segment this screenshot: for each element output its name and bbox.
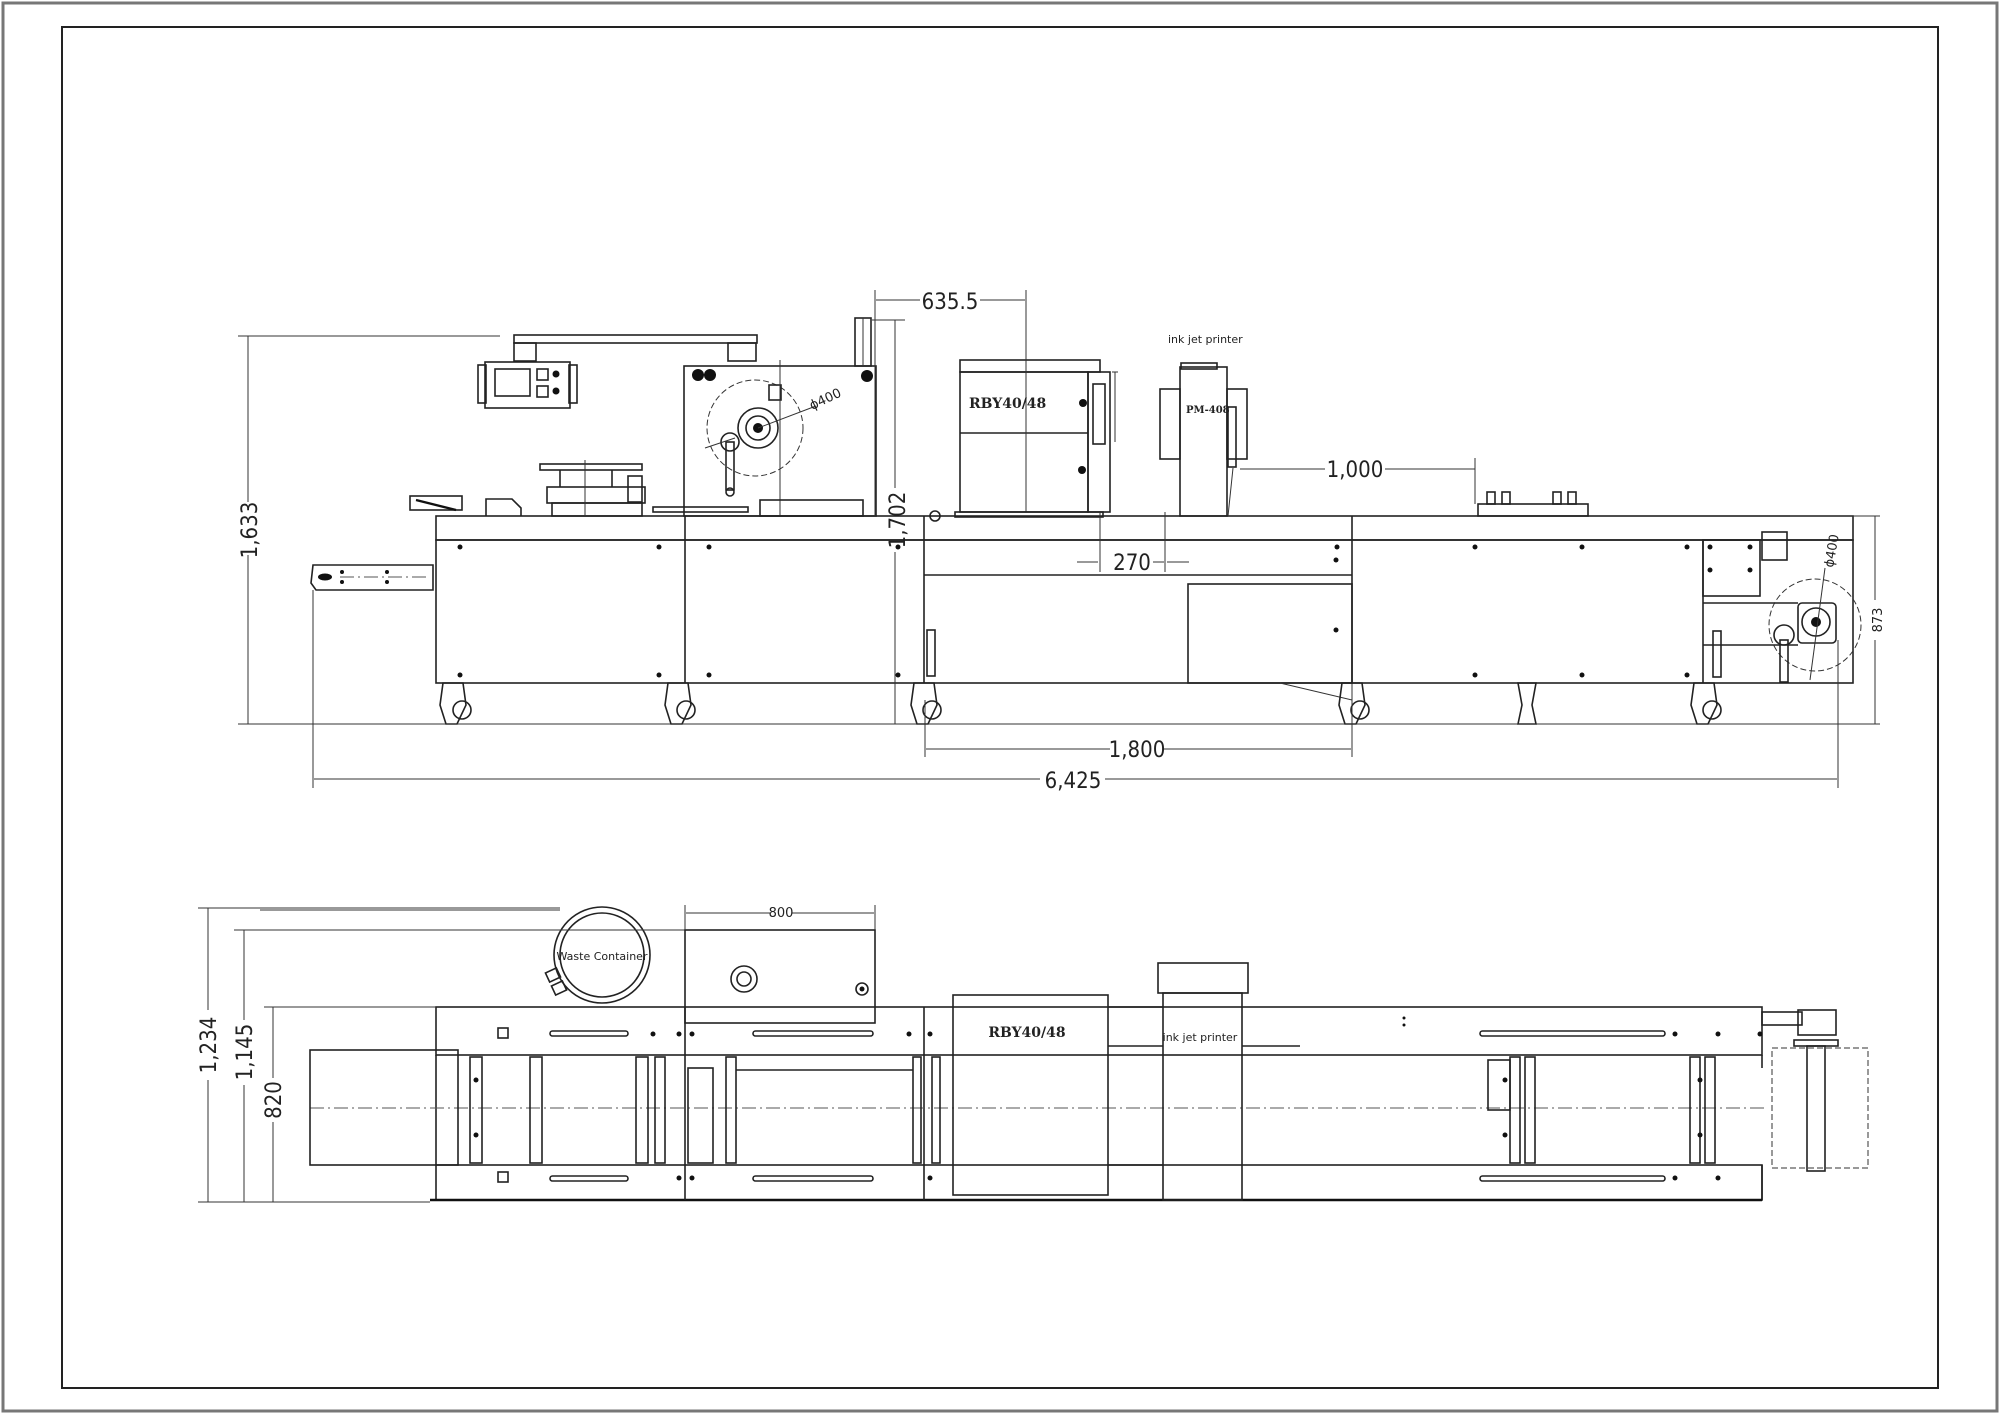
dim-unwind-width: 800 [769,906,794,921]
dim-film-width: 820 [262,1081,287,1119]
drawing-frame [61,26,1939,1389]
dim-right-end-height: 873 [1871,608,1886,633]
dim-section-length: 1,800 [1109,738,1166,763]
printer-caption-side: ink jet printer [1168,333,1243,346]
top-dimensions: 1,234 1,145 820 [197,907,560,1203]
dim-roll-dia-right: ϕ400 [1822,533,1843,568]
dim-overall-height: 1,633 [238,502,263,559]
dim-overall-width: 1,234 [197,1017,222,1074]
rby-label-side: RBY40/48 [969,396,1046,412]
top-plan-view: Waste Container 800 RBY40/48 ink jet pri… [197,905,1869,1203]
dim-frame-width: 1,145 [233,1024,258,1081]
printer-caption-top: ink jet printer [1163,1031,1238,1044]
waste-container-label: Waste Container [557,950,648,963]
dim-working-height: 1,702 [886,492,911,549]
dim-printer-spacing: 1,000 [1327,458,1384,483]
printer-model-label: PM-408 [1186,405,1230,416]
dim-roll-dia-left: ϕ400 [807,386,844,414]
dim-unwind-offset: 635.5 [922,290,979,315]
dim-overall-length: 6,425 [1045,769,1102,794]
dim-printer-offset: 270 [1113,551,1151,576]
side-dimensions: 1,633 1,702 635.5 1,000 270 [238,290,1886,794]
rby-label-top: RBY40/48 [988,1025,1065,1041]
side-elevation-view: ϕ400 RBY40/48 ink jet printer PM-408 [238,290,1886,794]
